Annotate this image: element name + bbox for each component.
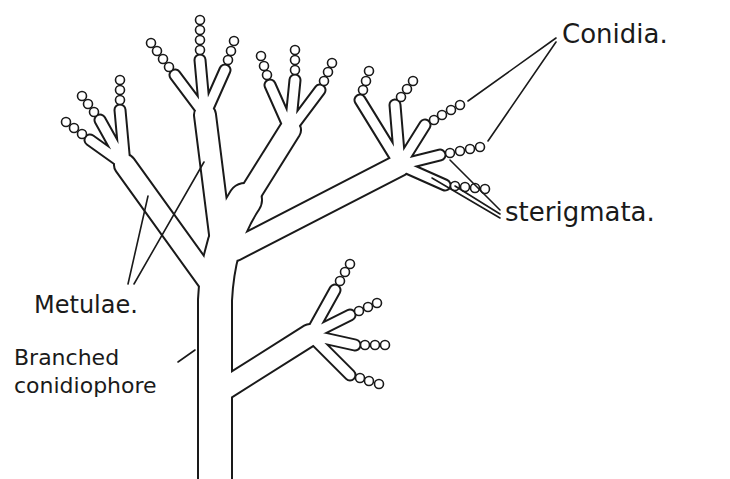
sterigmata-label: sterigmata. (505, 196, 655, 229)
leader-line (468, 38, 556, 141)
metulae-label: Metulae. (34, 290, 138, 320)
leader-line (178, 350, 195, 362)
conidia-label: Conidia. (562, 18, 668, 51)
conidiophore-label: Branched conidiophore (14, 344, 179, 399)
leader-line (128, 162, 204, 284)
leader-line (432, 160, 500, 218)
